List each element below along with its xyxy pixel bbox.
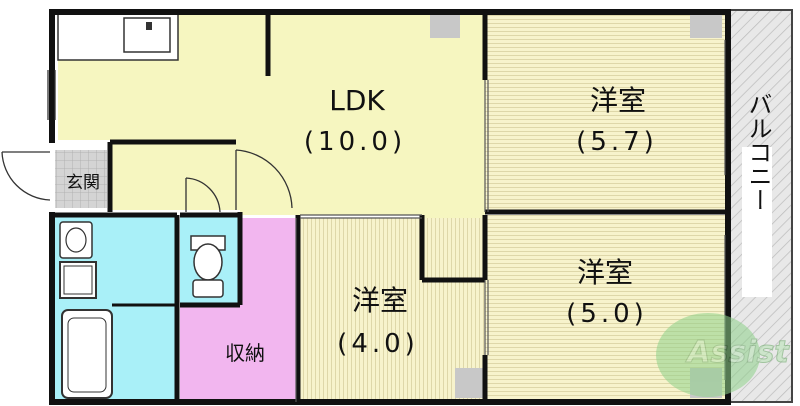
western-room-ne-floor — [485, 12, 725, 212]
walls — [49, 9, 731, 405]
svg-text:Assist: Assist — [685, 335, 790, 370]
storage-label: 収納 — [225, 341, 265, 365]
ldk-size: (10.0) — [304, 127, 406, 157]
washbasin-icon — [59, 221, 93, 259]
ldk-floor — [58, 12, 485, 280]
toilet-icon — [190, 235, 226, 298]
balcony-label: バルコニー — [744, 92, 772, 212]
western-room-s-size: (4.0) — [337, 329, 419, 359]
assist-logo: Assist — [656, 313, 791, 397]
western-room-se-size: (5.0) — [566, 299, 648, 329]
bathtub-icon — [61, 309, 113, 399]
entrance-floor — [55, 150, 107, 208]
interior-walls — [55, 12, 728, 402]
western-room-se-label: 洋室 — [577, 256, 633, 289]
doors — [1, 70, 293, 213]
western-room-s-floor — [300, 218, 485, 402]
western-room-ne-size: (5.7) — [576, 127, 658, 157]
western-room-ne-label: 洋室 — [590, 84, 646, 117]
entrance-label: 玄関 — [66, 173, 100, 193]
western-room-s-label: 洋室 — [352, 284, 408, 317]
ldk-label: LDK — [329, 84, 385, 117]
sliding-doors — [295, 40, 726, 402]
washing-machine-icon — [59, 261, 97, 299]
sink-icon — [123, 17, 171, 53]
